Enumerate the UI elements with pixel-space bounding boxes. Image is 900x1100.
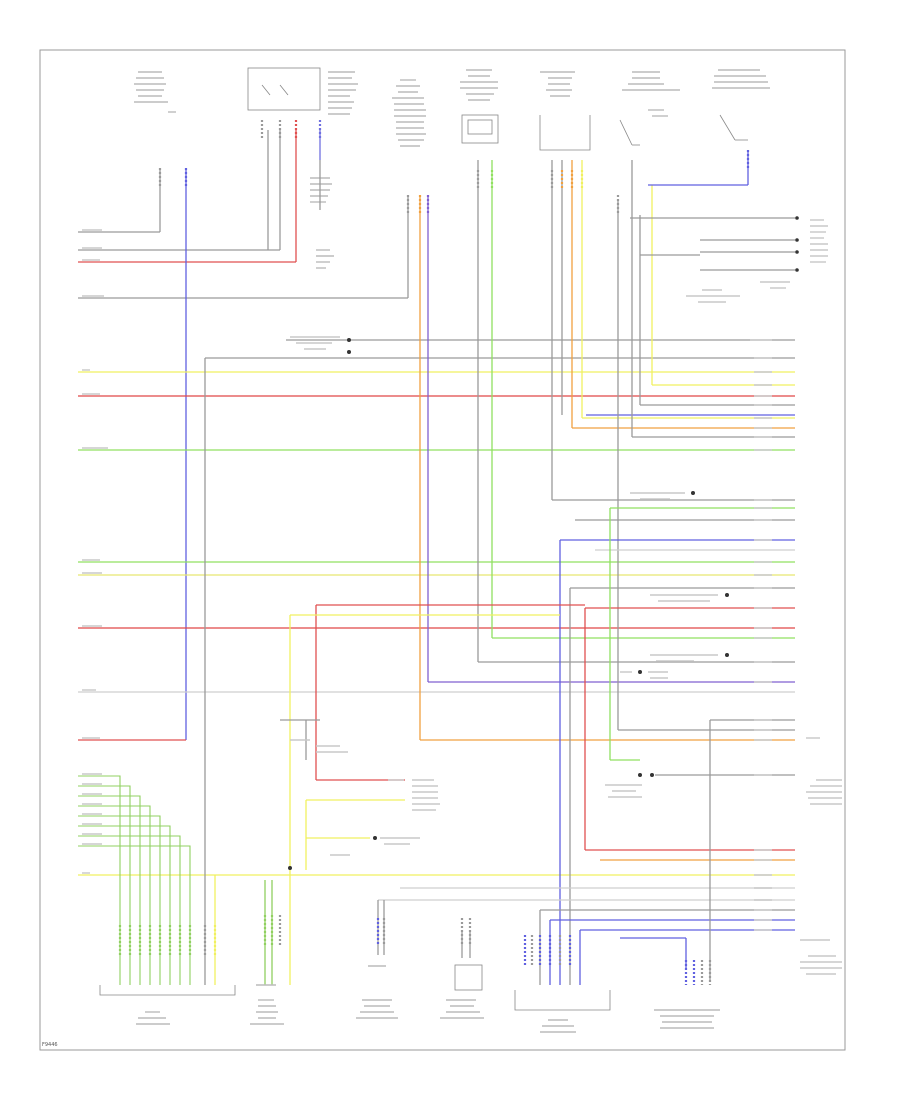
right-wire-labels (290, 219, 842, 975)
top-labels (134, 69, 770, 269)
wires (78, 130, 795, 985)
clutch-sensor-box (454, 964, 483, 991)
bottom-labels (136, 965, 720, 1033)
diagram-frame (39, 49, 846, 1051)
sensor-block (461, 114, 499, 144)
footer-code: F9446 (42, 1042, 58, 1048)
left-wire-labels (82, 229, 108, 874)
switch-block (247, 67, 321, 111)
top-components (99, 67, 748, 1011)
connector-pins (118, 120, 750, 985)
splice-points (288, 216, 799, 870)
